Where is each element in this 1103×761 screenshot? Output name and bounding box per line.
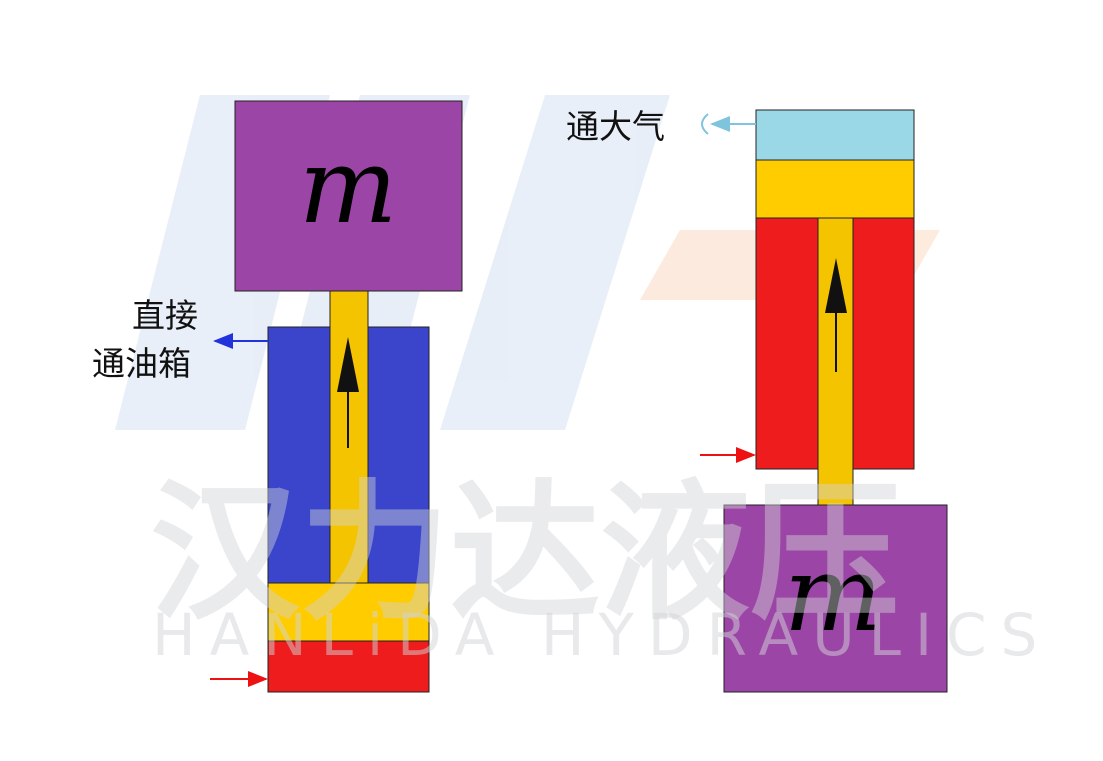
right-vent-chamber — [755, 109, 915, 161]
watermark-en: HANLiDA HYDRAULICS — [152, 601, 1051, 669]
left-mass-label: m — [299, 125, 398, 247]
left-mass-block — [234, 100, 463, 292]
right-motion-arrow-head — [825, 258, 847, 313]
right-cylinder: m — [700, 109, 948, 693]
left-motion-arrow-head — [337, 337, 359, 392]
right-piston — [755, 159, 915, 219]
left-piston — [267, 582, 430, 642]
right-vent-hook — [701, 113, 709, 135]
right-vent-label: 通大气 — [566, 107, 665, 146]
left-cylinder: m — [210, 100, 463, 693]
watermark-cn: 汉力达液压 — [150, 467, 900, 641]
right-mass-label: m — [784, 533, 883, 655]
left-port-label-line2: 通油箱 — [92, 344, 191, 383]
left-cap-chamber — [267, 640, 430, 693]
left-port-label-line1: 直接 — [132, 296, 198, 335]
right-mass-block — [723, 504, 948, 693]
